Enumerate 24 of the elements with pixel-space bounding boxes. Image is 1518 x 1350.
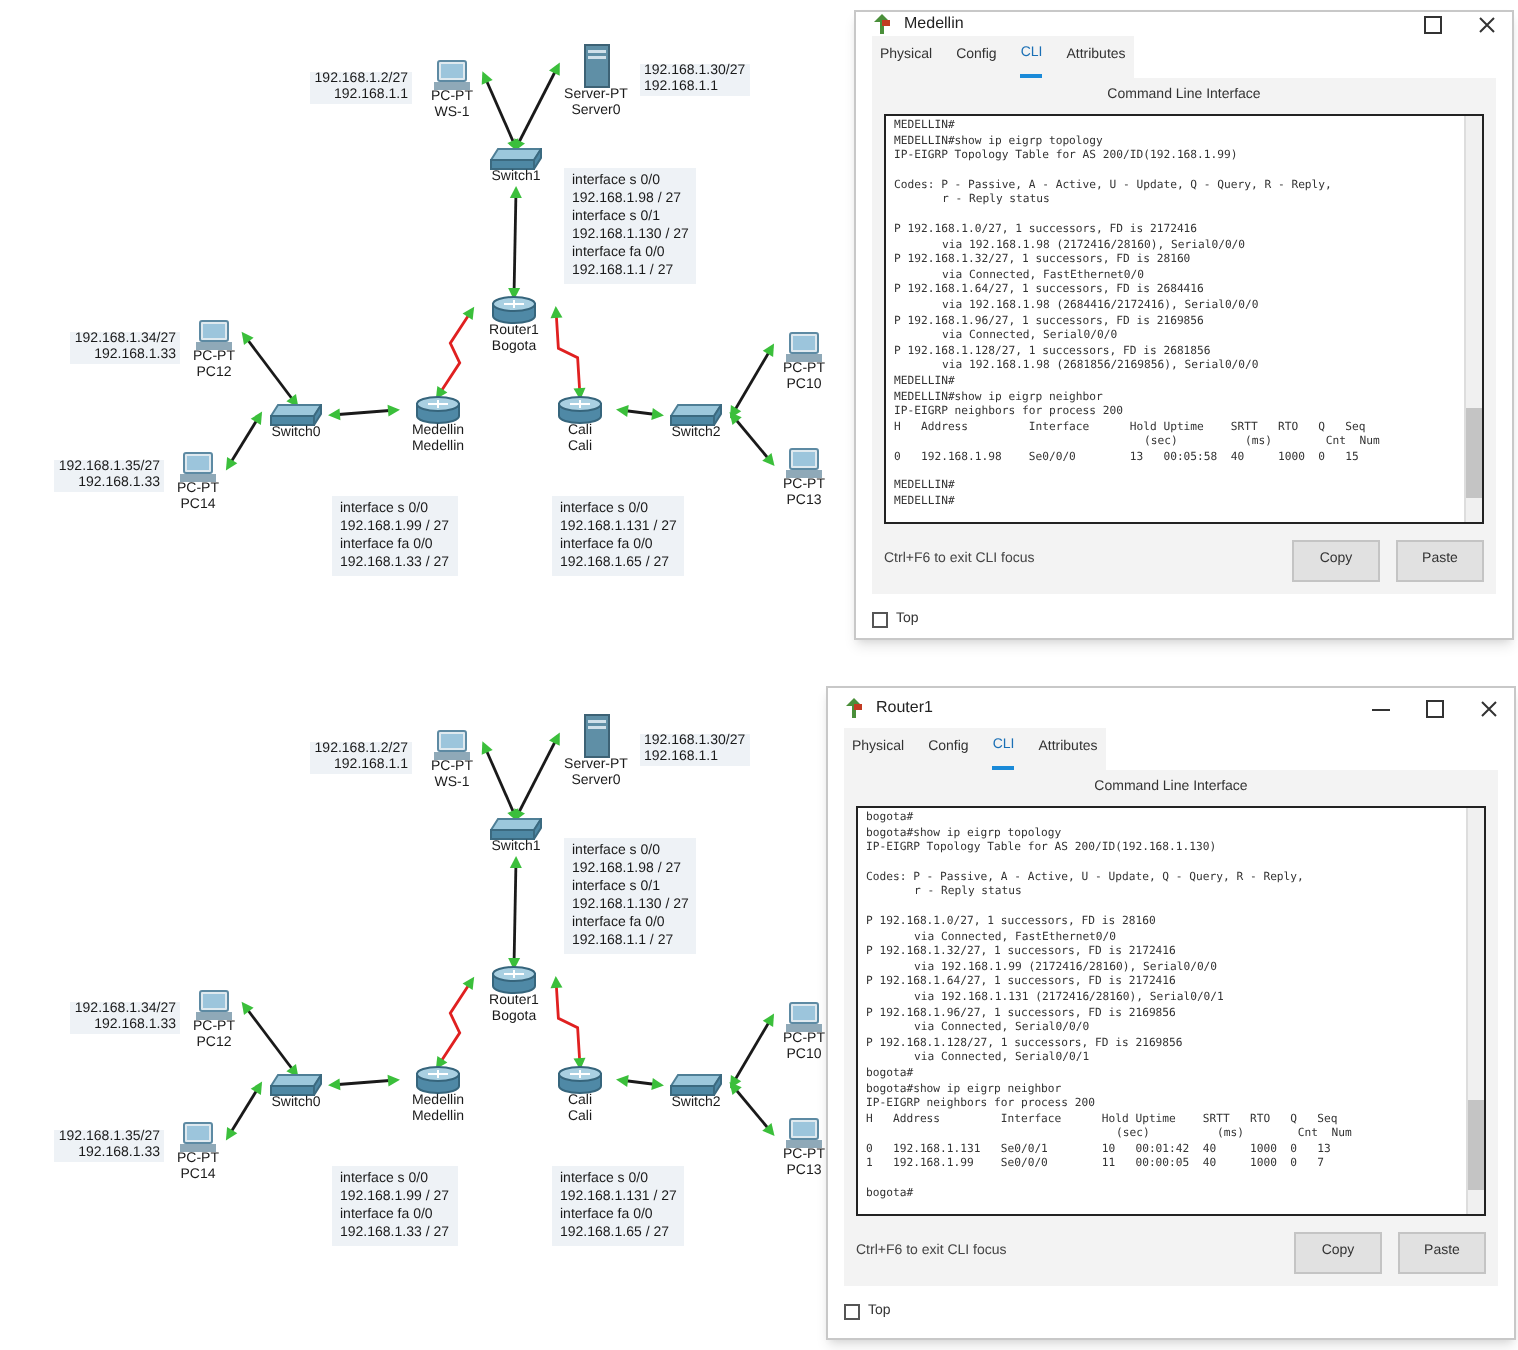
window-title: Medellin xyxy=(904,12,964,36)
network-link xyxy=(481,71,519,152)
network-link xyxy=(241,1001,299,1078)
network-link xyxy=(729,1013,775,1089)
serial-link xyxy=(550,976,586,1070)
network-link xyxy=(328,1074,400,1091)
network-link xyxy=(508,186,522,300)
network-link xyxy=(225,411,263,471)
network-link xyxy=(616,1075,664,1090)
network-link xyxy=(616,405,664,420)
network-link xyxy=(225,1081,263,1141)
network-link xyxy=(241,331,299,408)
network-link xyxy=(328,404,400,421)
serial-link xyxy=(435,306,475,400)
network-link xyxy=(729,1081,775,1137)
network-link xyxy=(481,741,519,822)
window-title: Router1 xyxy=(876,696,933,720)
serial-link xyxy=(435,976,475,1070)
network-link xyxy=(729,411,775,467)
network-link xyxy=(514,62,560,152)
network-link xyxy=(514,732,560,822)
network-link xyxy=(508,856,522,970)
serial-link xyxy=(550,306,586,400)
network-link xyxy=(729,343,775,419)
